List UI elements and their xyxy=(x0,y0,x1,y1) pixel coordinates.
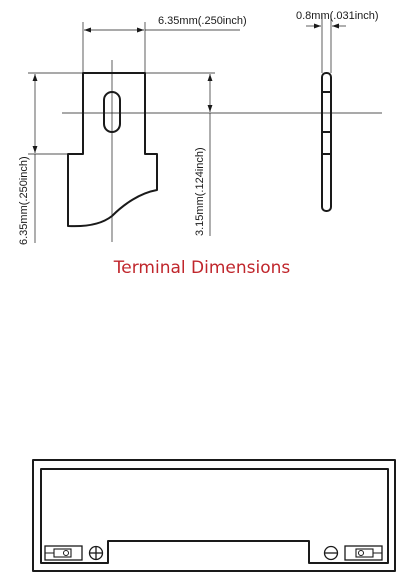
terminal-side-view: 0.8mm(.031inch) xyxy=(296,10,379,212)
hole-height-dimension: 3.15mm(.124inch) xyxy=(145,72,215,236)
hole-height-label: 3.15mm(.124inch) xyxy=(194,147,206,236)
terminal-front-view xyxy=(62,60,382,242)
width-dimension: 6.35mm(.250inch) xyxy=(82,15,247,73)
battery-inner-lid xyxy=(40,468,389,564)
height-label: 6.35mm(.250inch) xyxy=(18,156,30,245)
left-terminal-plan xyxy=(44,545,83,561)
width-label: 6.35mm(.250inch) xyxy=(158,15,247,27)
terminal-blade-outline xyxy=(67,72,158,228)
terminal-side-profile xyxy=(321,72,332,212)
battery-outer-case xyxy=(32,459,396,572)
negative-terminal-icon xyxy=(323,545,339,561)
right-terminal-plan xyxy=(344,545,383,561)
diagram-caption: Terminal Dimensions xyxy=(113,258,291,278)
thickness-label: 0.8mm(.031inch) xyxy=(296,10,379,22)
battery-top-view xyxy=(32,459,396,572)
height-dimension: 6.35mm(.250inch) xyxy=(18,72,83,245)
positive-terminal-icon xyxy=(88,545,104,561)
